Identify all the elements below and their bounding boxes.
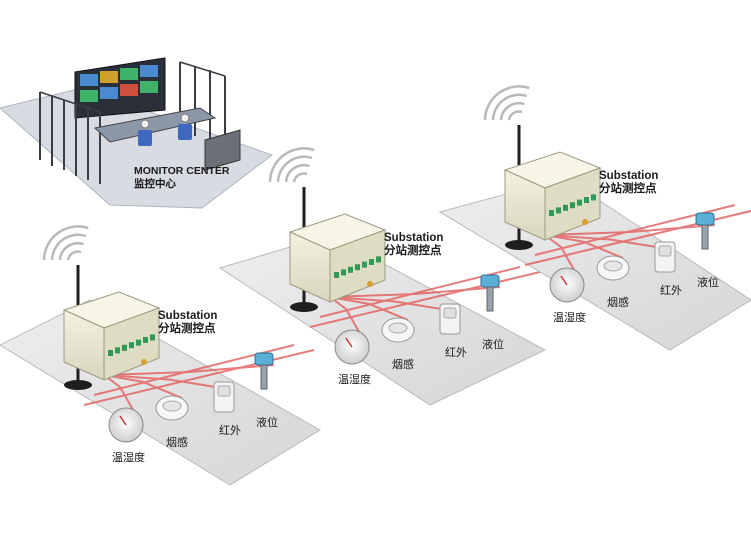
wireless-signal-icon	[483, 85, 530, 121]
sensor-label: 烟感	[166, 437, 188, 449]
smoke-detector-vent	[162, 400, 182, 412]
wire	[544, 234, 578, 276]
level-sensor-probe	[486, 286, 494, 312]
gauge-needle	[119, 415, 127, 426]
substation-label-en: Substation	[599, 170, 659, 182]
gauge-needle	[560, 275, 568, 286]
terminal-block	[136, 339, 141, 346]
signal-arc	[50, 233, 87, 261]
terminal-block	[376, 256, 381, 263]
terminal-block	[556, 207, 561, 214]
terminal-block	[143, 337, 148, 343]
signal-arc	[507, 110, 523, 121]
sensor-label: 红外	[660, 285, 682, 297]
terminal-block	[369, 259, 374, 265]
substations	[0, 85, 751, 486]
sensor-label: 红外	[445, 347, 467, 359]
terminal-block	[563, 204, 568, 211]
infrared-lens	[658, 245, 672, 257]
substation-3	[438, 85, 751, 351]
substation-label-cn: 分站测控点	[158, 323, 216, 335]
terminal-block	[115, 347, 120, 354]
plc-connector	[582, 219, 588, 225]
signal-arc	[268, 147, 315, 183]
equipment-rack	[204, 129, 241, 171]
substation-label-en: Substation	[384, 232, 444, 244]
sensor-label: 红外	[219, 425, 241, 437]
wire	[309, 271, 541, 328]
wire	[329, 296, 461, 313]
glass-partition	[39, 61, 226, 184]
infrared-lens	[217, 385, 231, 397]
substation-label-cn: 分站测控点	[384, 245, 442, 257]
level-sensor-probe	[701, 224, 709, 250]
terminal-block	[108, 350, 113, 356]
plc-controller	[62, 291, 161, 381]
signal-arc	[58, 241, 84, 261]
smoke-detector-vent	[603, 260, 623, 272]
monitor-center-room	[0, 57, 274, 209]
terminal-block	[355, 264, 360, 271]
wireless-signal-icon	[42, 225, 89, 261]
wire	[544, 234, 676, 251]
terminal-block	[570, 202, 575, 209]
sensor-label: 液位	[697, 277, 719, 289]
plc-connector	[141, 359, 147, 365]
sensor-label: 液位	[256, 417, 278, 429]
sensor-label: 温湿度	[112, 452, 145, 464]
terminal-block	[129, 342, 134, 349]
terminal-block	[549, 210, 554, 216]
infrared-lens	[443, 307, 457, 319]
monitor-center-label-en: MONITOR CENTER	[134, 165, 230, 177]
plc-controller	[503, 151, 602, 241]
signal-arc	[483, 85, 530, 121]
terminal-block	[341, 269, 346, 276]
signal-arc	[292, 172, 308, 183]
level-sensor-probe	[260, 364, 268, 390]
gauge-needle	[345, 337, 353, 348]
substation-1	[0, 225, 321, 486]
level-sensor-icon	[254, 352, 274, 366]
plc-controller	[288, 213, 387, 303]
terminal-block	[334, 272, 339, 278]
signal-arc	[499, 101, 525, 121]
terminal-block	[362, 261, 367, 268]
substation-label-cn: 分站测控点	[599, 183, 657, 195]
terminal-block	[122, 344, 127, 351]
video-wall-screens	[80, 65, 158, 102]
terminal-block	[584, 197, 589, 203]
sensor-label: 烟感	[392, 359, 414, 371]
sensor-label: 温湿度	[553, 312, 586, 324]
wire	[83, 349, 315, 406]
wire	[524, 209, 751, 266]
sensor-label: 温湿度	[338, 374, 371, 386]
signal-arc	[491, 93, 528, 121]
sensor-label: 液位	[482, 339, 504, 351]
substation-label-en: Substation	[158, 310, 218, 322]
level-sensor-icon	[695, 212, 715, 226]
signal-arc	[284, 163, 310, 183]
terminal-block	[577, 199, 582, 206]
monitor-center-floor	[0, 87, 274, 209]
signal-arc	[42, 225, 89, 261]
wireless-signal-icon	[268, 147, 315, 183]
terminal-block	[348, 266, 353, 273]
terminal-block	[591, 194, 596, 201]
wire	[329, 296, 363, 338]
signal-wires	[83, 344, 315, 416]
level-sensor-icon	[480, 274, 500, 288]
terminal-block	[150, 334, 155, 341]
sensor-label: 烟感	[607, 297, 629, 309]
wire	[103, 374, 235, 391]
wire	[103, 374, 137, 416]
monitor-center-label-cn: 监控中心	[134, 178, 176, 190]
substation-2	[218, 147, 547, 406]
signal-arc	[276, 155, 313, 183]
plc-connector	[367, 281, 373, 287]
smoke-detector-vent	[388, 322, 408, 334]
operator-chairs	[138, 113, 192, 146]
signal-arc	[66, 250, 82, 261]
